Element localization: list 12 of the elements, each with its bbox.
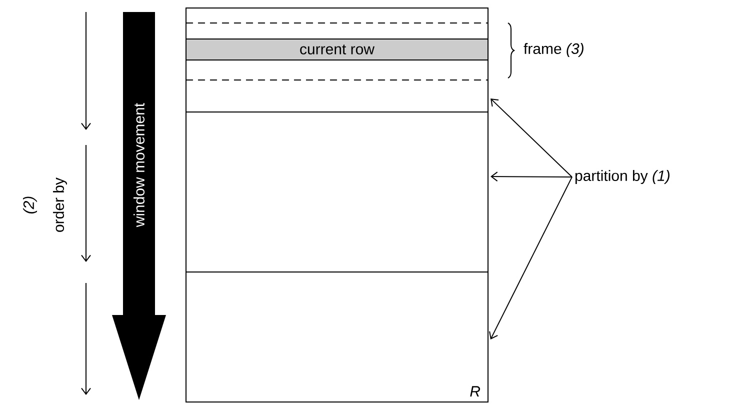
partition-by-text: partition by (1) — [575, 170, 670, 184]
frame-label: frame (3) — [524, 43, 584, 57]
arrow — [490, 172, 572, 182]
arrow — [490, 98, 572, 178]
partition-box — [186, 112, 488, 272]
callout-number: (2) — [23, 196, 37, 214]
order-by-label: order by — [53, 178, 67, 232]
current-row-bar: current row — [186, 38, 488, 60]
partition-box — [186, 272, 488, 402]
partition-box — [186, 8, 488, 112]
relation-name: R — [470, 386, 480, 396]
arrow — [489, 176, 572, 340]
